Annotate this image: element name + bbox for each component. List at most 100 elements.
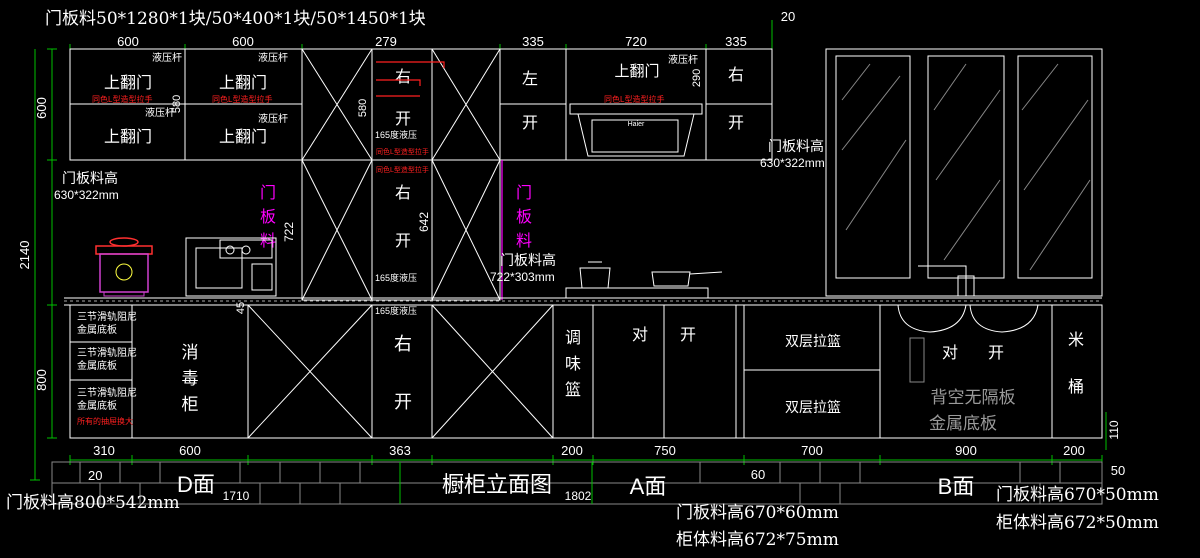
pair-2: 开 [680,327,696,344]
rice-bin-1: 米 [1068,331,1084,349]
note-722-size: 722*303mm [490,270,555,284]
red-handle-note-1: 同色L型造型拉手 [92,94,152,104]
drawer-sub-1: 金属底板 [77,323,117,336]
top-dim-5: 720 [625,34,647,49]
note-right-bottom-1: 门板料高670*50mm [996,485,1159,505]
dim-60: 60 [751,467,765,482]
bottom-dim-6: 700 [801,443,823,458]
drawer-sub-3: 金属底板 [77,399,117,412]
mag-char-4: 门 [516,184,532,202]
mid-labels: 门板料高 630*322mm 门 板 料 门 板 料 722 642 45 门板… [54,138,825,314]
note-630-size: 630*322mm [54,188,119,202]
hydraulic-rod-3: 液压杆 [145,106,175,119]
rice-bin-2: 桶 [1068,378,1084,396]
top-dim-1: 600 [117,34,139,49]
hydraulic-rod-4: 液压杆 [258,112,288,125]
drawer-label-1: 三节滑轨阻尼 [77,310,137,323]
red-handle-note-4: 同色L型造型拉手 [376,147,429,156]
dim-110: 110 [1107,420,1121,439]
top-dim-6: 335 [725,34,747,49]
spice-3: 篮 [565,381,581,399]
top-dim-4: 335 [522,34,544,49]
stove-icon [565,261,723,299]
dim-290: 290 [691,69,703,87]
dim-50: 50 [1111,463,1125,478]
right-open-base: 右 [394,334,412,354]
left-open-top: 左 [522,70,538,88]
hydraulic-rod-1: 液压杆 [152,51,182,64]
base-cabinets [69,304,1103,439]
hood-brand: Haier [628,121,645,128]
bottom-dim-5: 750 [654,443,676,458]
bottom-notes: 门板料高800*542mm 门板料高670*60mm 柜体料高672*75mm … [6,485,1159,550]
right-open-1: 右 [395,68,411,86]
drawer-label-2: 三节滑轨阻尼 [77,346,137,359]
hydraulic-165-2: 165度液压 [375,272,417,283]
mag-char-5: 板 [516,208,532,226]
open-top-right: 开 [728,115,744,132]
base-labels: 三节滑轨阻尼 金属底板 三节滑轨阻尼 金属底板 三节滑轨阻尼 金属底板 所有的抽… [77,310,1121,450]
face-a-label: A面 [630,474,667,499]
upper-labels: 上翻门 上翻门 上翻门 上翻门 上翻门 液压杆 液压杆 液压杆 液压杆 液压杆 … [92,51,744,316]
flap-door-3: 上翻门 [104,128,152,146]
note-722-label: 门板料高 [500,252,556,268]
top-dim-3: 279 [375,34,397,49]
bottom-dim-2: 600 [179,443,201,458]
bottom-dim-3: 363 [389,443,411,458]
face-b-label: B面 [938,474,975,499]
basket-2: 双层拉篮 [785,399,841,415]
top-material-note: 门板料50*1280*1块/50*400*1块/50*1450*1块 [45,9,426,29]
hydraulic-165-3: 165度液压 [375,305,417,316]
flap-door-2: 上翻门 [219,74,267,92]
hydraulic-rod-2: 液压杆 [258,51,288,64]
bottom-dim-1: 310 [93,443,115,458]
left-dim-upper: 600 [34,97,49,119]
dim-45: 45 [235,302,247,314]
faucet-icon [918,265,975,297]
upper-cabinets: Haier [69,48,773,301]
dim-722: 722 [282,222,296,242]
plinth-band: 20 D面 1710 橱柜立面图 1802 A面 60 B面 50 [51,461,1125,505]
dim-1802: 1802 [565,489,592,503]
microwave-icon [185,237,277,297]
hydraulic-rod-5: 液压杆 [668,53,698,66]
pair-4: 开 [988,345,1004,362]
note-630r-size: 630*322mm [760,156,825,170]
red-handle-note-2: 同色L型造型拉手 [212,94,272,104]
drawer-red-note: 所有的抽屉换大 [77,416,133,426]
countertop [64,297,1102,306]
mag-char-3: 料 [260,232,276,250]
left-dimension-lines: 600 2140 800 [17,48,57,481]
sink-note-2: 金属底板 [929,414,997,433]
top-dim-7: 20 [781,9,795,24]
bottom-dimension-line: 310 600 363 200 750 700 900 200 [69,443,1103,465]
sink-note-1: 背空无隔板 [931,388,1016,407]
note-mid-bottom-2: 柜体料高672*75mm [676,530,839,550]
dim-642: 642 [417,212,431,232]
open-1: 开 [395,111,411,128]
flap-door-5: 上翻门 [614,63,659,80]
left-dim-lower: 800 [34,369,49,391]
pair-1: 对 [632,326,648,344]
note-mid-bottom-1: 门板料高670*60mm [676,503,839,523]
top-dim-2: 600 [232,34,254,49]
bottom-dim-8: 200 [1063,443,1085,458]
note-630-label: 门板料高 [62,170,118,186]
basket-1: 双层拉篮 [785,333,841,349]
red-handle-note-5: 同色L型造型拉手 [376,165,429,174]
spice-1: 调 [565,329,581,347]
red-handle-note-3: 同色L型造型拉手 [604,94,664,104]
mag-char-2: 板 [260,208,276,226]
mag-char-6: 料 [516,232,532,250]
drawer-label-3: 三节滑轨阻尼 [77,386,137,399]
flap-door-1: 上翻门 [104,74,152,92]
drawer-sub-2: 金属底板 [77,359,117,372]
sterilizer-2: 毒 [182,369,199,388]
sterilizer-1: 消 [182,343,199,362]
note-630r-label: 门板料高 [768,138,824,154]
bottom-dim-7: 900 [955,443,977,458]
mag-char-1: 门 [260,184,276,202]
open-base: 开 [394,392,412,412]
open-2: 开 [395,233,411,250]
